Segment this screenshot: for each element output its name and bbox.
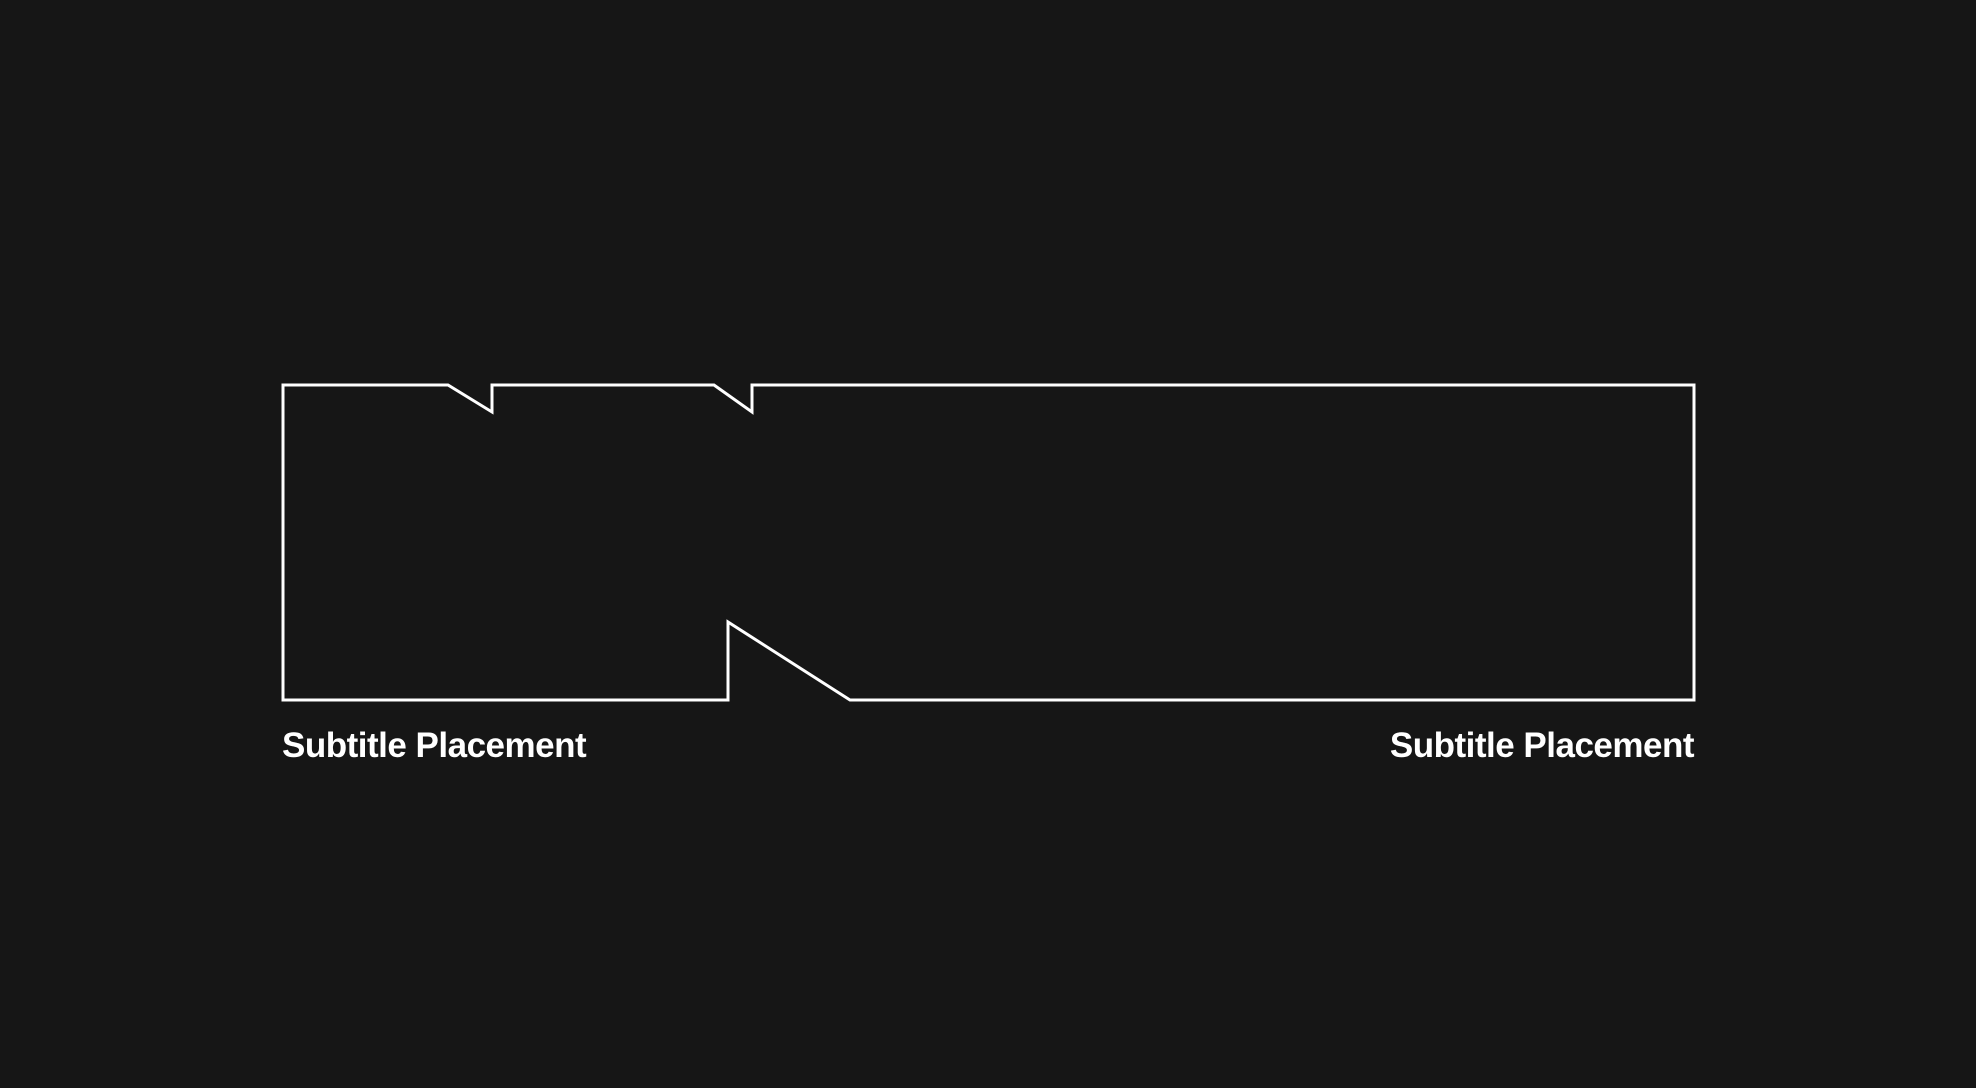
notched-frame-shape [281,383,1696,702]
subtitle-left: Subtitle Placement [282,726,587,765]
subtitle-right: Subtitle Placement [1389,726,1695,765]
